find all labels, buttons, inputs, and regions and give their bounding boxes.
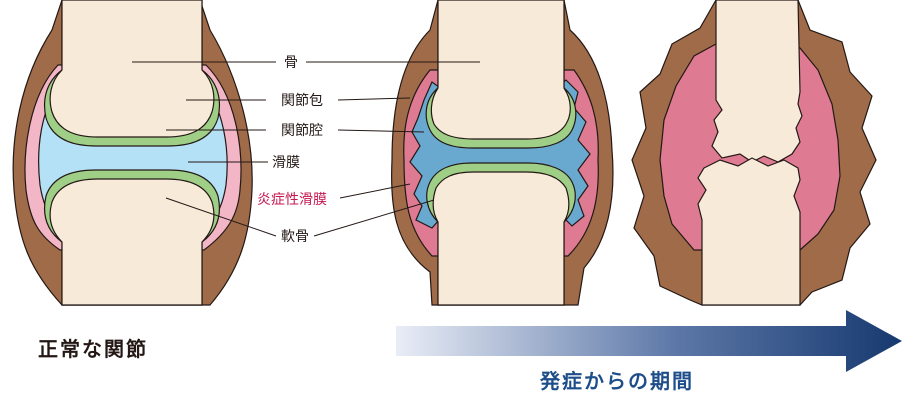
label-synovium: 滑膜 xyxy=(272,154,300,171)
destroyed-joint xyxy=(631,0,877,306)
leader-inflamed-synovium xyxy=(339,183,411,199)
inflamed-joint-lower-bone xyxy=(432,171,570,306)
destroyed-joint-lower-bone xyxy=(697,157,801,306)
label-cavity: 関節腔 xyxy=(281,122,323,139)
leader-cartilage-left xyxy=(165,197,277,237)
leader-cartilage-right xyxy=(313,199,435,237)
progression-caption: 発症からの期間 xyxy=(540,369,694,393)
inflamed-joint xyxy=(391,0,614,306)
progression-arrow xyxy=(396,310,902,372)
destroyed-joint-upper-bone xyxy=(711,0,803,163)
normal-joint-caption: 正常な関節 xyxy=(38,337,148,361)
normal-joint-lower-bone xyxy=(49,178,215,306)
leader-capsule-right xyxy=(337,97,411,101)
label-cartilage: 軟骨 xyxy=(281,229,309,245)
leader-cavity-right xyxy=(337,129,425,133)
normal-joint-upper-bone xyxy=(49,0,215,138)
leader-lines xyxy=(132,61,480,237)
inflamed-joint-upper-bone xyxy=(430,0,571,140)
label-inflamed-synovium: 炎症性滑膜 xyxy=(257,191,327,208)
labels: 骨 関節包 関節腔 滑膜 炎症性滑膜 軟骨 xyxy=(257,55,327,245)
label-capsule: 関節包 xyxy=(281,92,323,109)
normal-joint xyxy=(12,0,253,306)
label-bone: 骨 xyxy=(284,55,298,71)
